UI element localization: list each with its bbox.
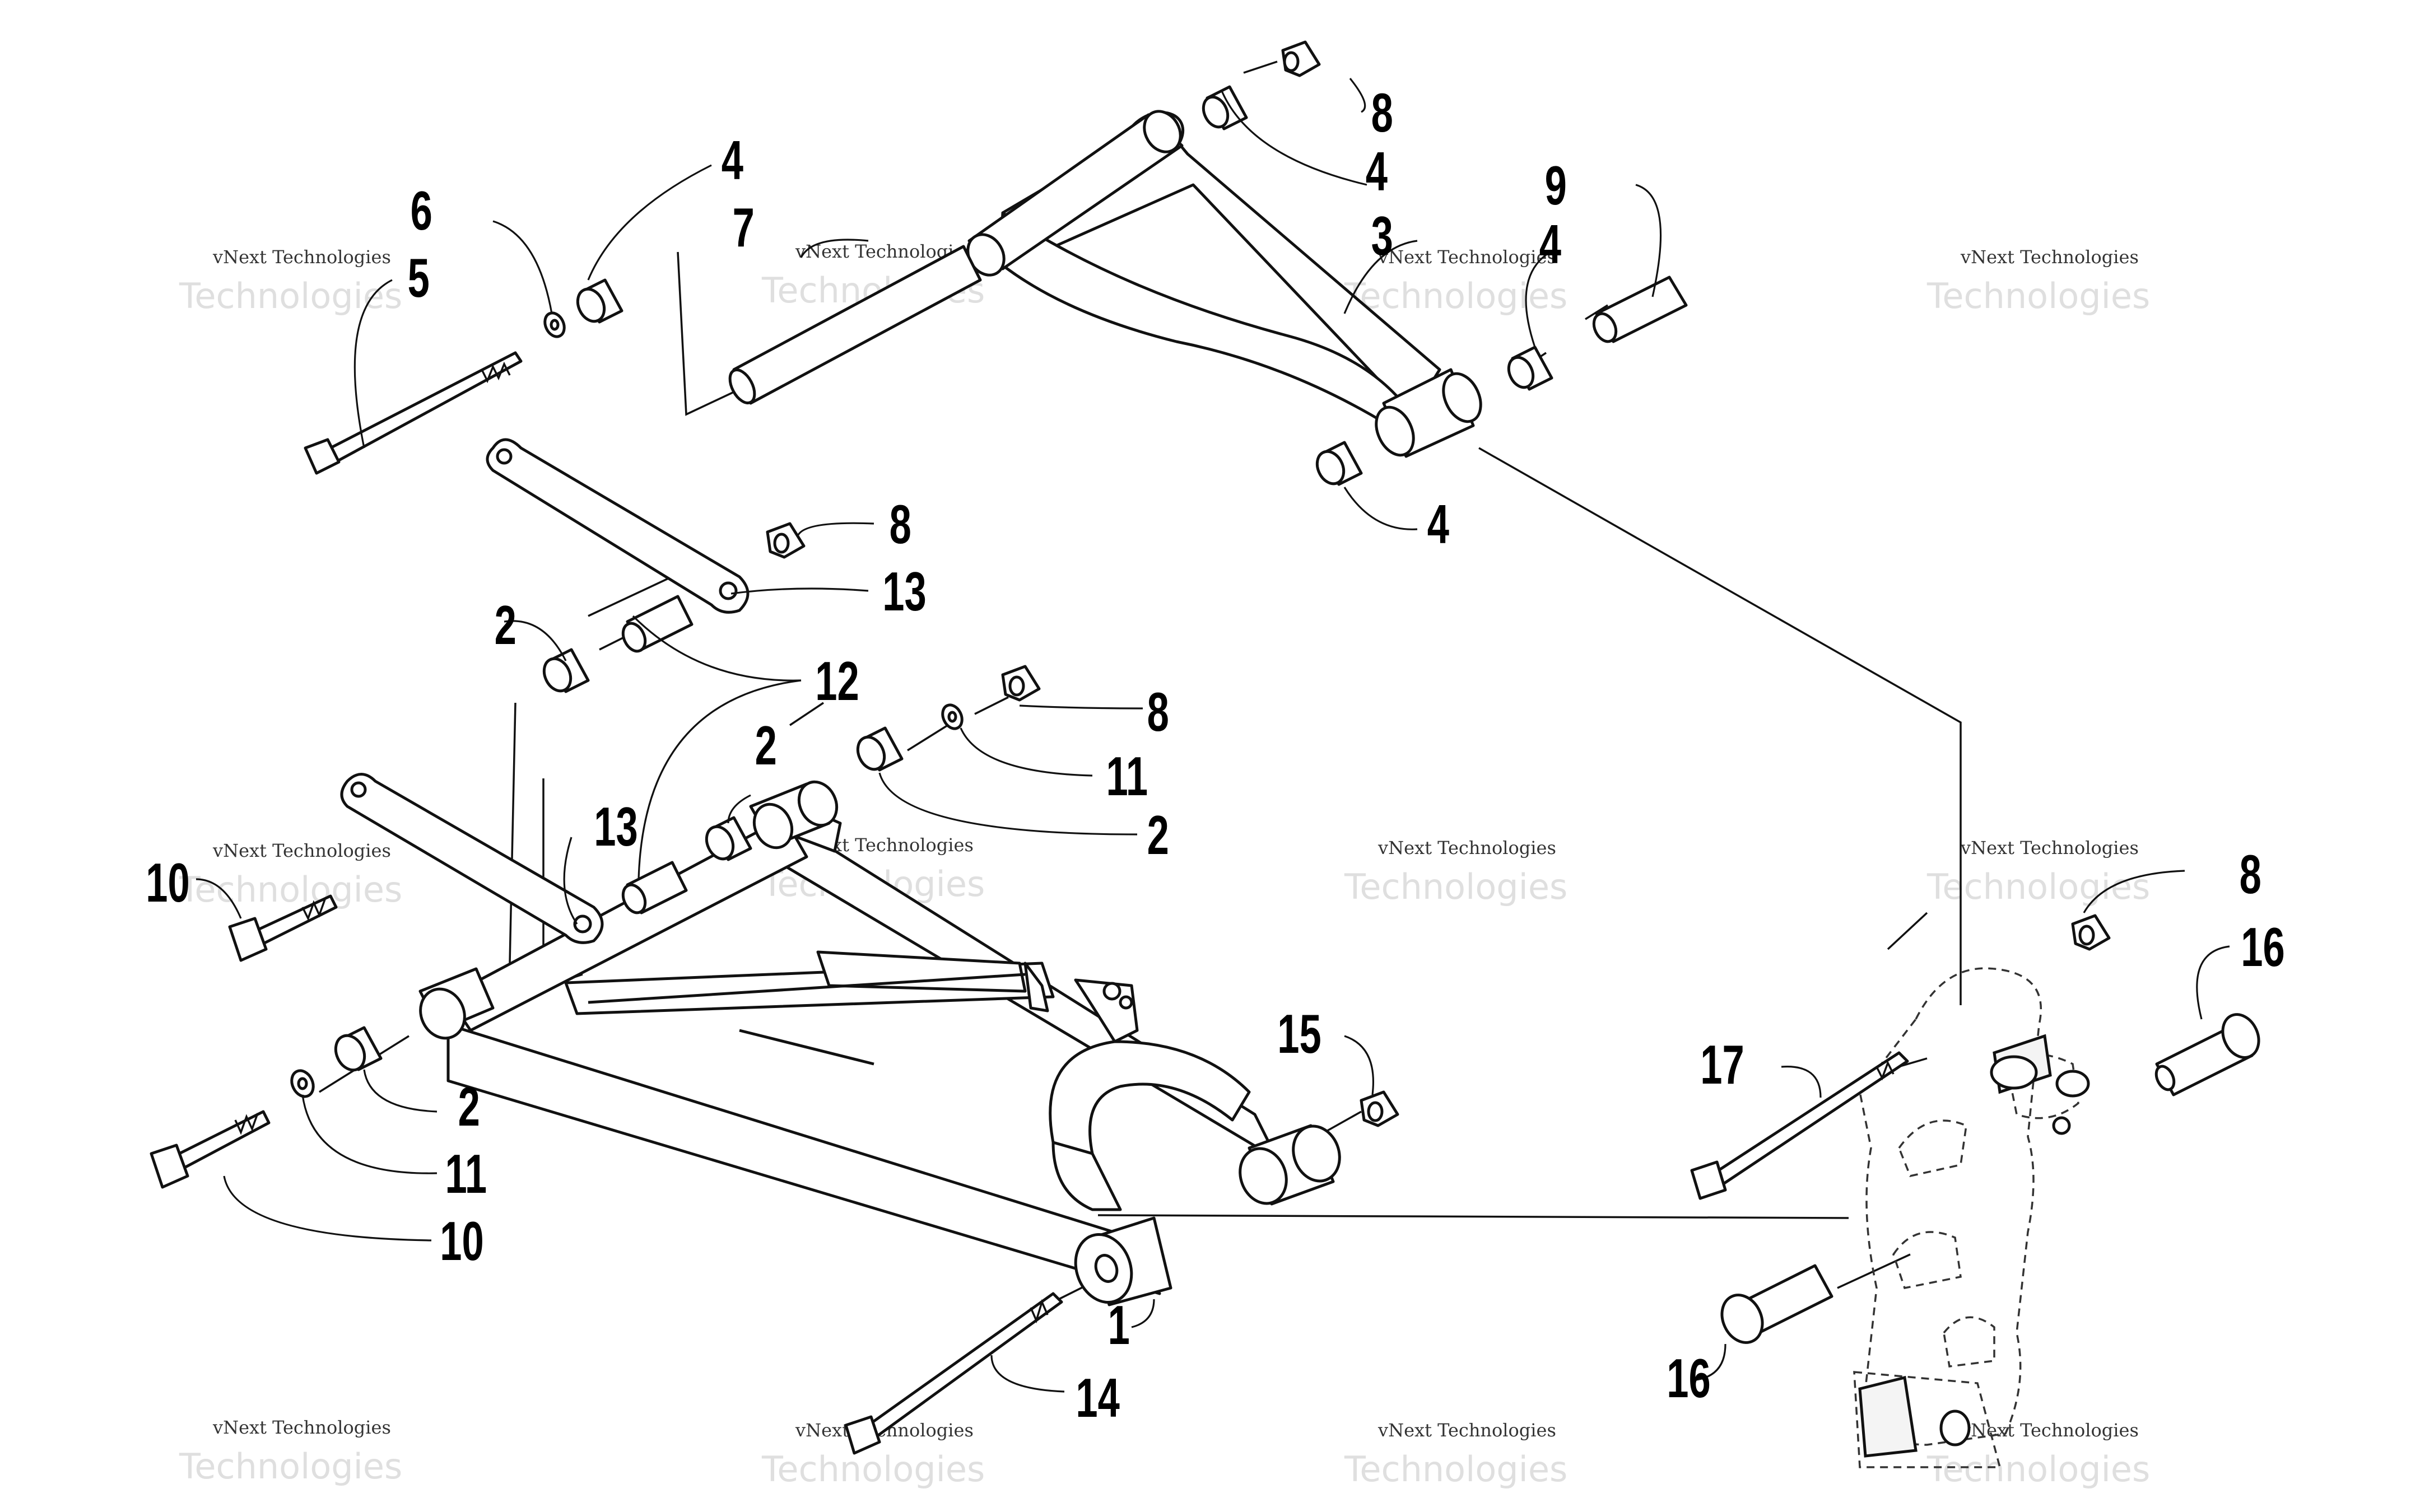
nut-8-d [2071,914,2111,951]
svg-text:Technologies: Technologies [179,869,402,910]
bushing-2-b [856,726,904,772]
bushing-4-d [1315,441,1363,486]
washer-11-lower [290,1069,315,1098]
callout-7: 7 [733,198,755,259]
callout-10: 10 [146,853,189,914]
bushing-4-b [1202,85,1248,130]
callout-2: 2 [755,716,777,777]
callout-17: 17 [1700,1035,1744,1096]
callout-9: 9 [1545,156,1567,217]
sleeve-9 [1592,276,1688,343]
svg-text:vNext Technologies: vNext Technologies [1960,837,2139,858]
watermark: Technologies vNext Technologies [179,840,402,910]
bushing-16-lower [1720,1264,1833,1344]
bushing-16-upper [2154,1013,2260,1096]
sleeve-12-lower [621,861,688,914]
svg-text:vNext Technologies: vNext Technologies [212,1417,391,1438]
watermark: Technologies vNext Technologies [1926,1420,2150,1490]
nut-8-b [766,522,806,559]
callout-8: 8 [890,494,911,556]
svg-text:Technologies: Technologies [179,276,402,316]
bolt-10-upper [228,894,338,962]
callout-11: 11 [1106,746,1148,808]
bolt-5 [304,351,523,475]
bushing-2-c [705,816,752,861]
sleeve-12-upper [621,595,694,653]
svg-text:Technologies: Technologies [761,1449,985,1490]
bolt-14 [844,1292,1063,1455]
callout-8: 8 [2240,844,2261,906]
watermark-grid: Technologies vNext Technologies Technolog… [179,241,2150,1490]
watermark: Technologies vNext Technologies [179,1417,402,1487]
watermark: Technologies vNext Technologies [1344,246,1567,316]
bushing-4-a [576,278,623,324]
sleeve-7 [728,245,982,405]
callout-8: 8 [1147,682,1169,743]
washer-11-upper [941,703,964,730]
nut-8-a [1281,40,1321,77]
watermark: Technologies vNext Technologies [179,246,402,316]
nut-15 [1360,1090,1399,1127]
svg-text:Technologies: Technologies [1344,866,1567,907]
callout-16: 16 [2241,917,2284,978]
callout-4: 4 [722,130,744,192]
svg-text:Technologies: Technologies [1344,1449,1567,1490]
callout-4: 4 [1427,494,1450,556]
link-13-lower [340,773,604,944]
nut-8-c [1001,665,1041,702]
leader-lines [196,78,2230,1393]
callout-11: 11 [445,1144,487,1205]
callout-labels: 1 2 2 2 2 3 4 4 4 4 5 6 7 8 8 8 8 9 10 1… [146,83,2284,1429]
callout-5: 5 [408,248,430,309]
svg-text:vNext Technologies: vNext Technologies [212,246,391,268]
svg-text:Technologies: Technologies [1926,276,2150,316]
callout-8: 8 [1371,83,1393,144]
svg-text:Technologies: Technologies [1344,276,1567,316]
bolt-10-lower [150,1110,271,1189]
callout-2: 2 [495,595,516,656]
svg-text:vNext Technologies: vNext Technologies [212,840,391,861]
callout-13: 13 [882,562,926,623]
washer-6 [543,311,566,338]
callout-14: 14 [1076,1368,1120,1429]
watermark: Technologies vNext Technologies [1344,1420,1567,1490]
callout-13: 13 [594,797,637,858]
callout-16: 16 [1667,1348,1710,1410]
bushing-2-d [334,1026,383,1072]
callout-6: 6 [411,181,432,242]
link-13-upper [486,438,750,614]
watermark: Technologies vNext Technologies [1926,246,2150,316]
bolt-17 [1690,1051,1909,1200]
watermark: Technologies vNext Technologies [1344,837,1567,907]
steering-knuckle [1853,967,2090,1468]
bushing-4-c [1507,346,1553,391]
bushing-2-a [542,648,590,693]
svg-text:Technologies: Technologies [1926,1449,2150,1490]
callout-10: 10 [440,1211,483,1272]
callout-1: 1 [1108,1295,1130,1356]
svg-text:vNext Technologies: vNext Technologies [1377,1420,1556,1441]
callout-15: 15 [1277,1004,1321,1065]
upper-a-arm [966,110,1482,458]
callout-4: 4 [1366,142,1388,203]
callout-2: 2 [458,1077,480,1138]
callout-4: 4 [1539,214,1562,276]
callout-12: 12 [815,651,859,712]
svg-text:vNext Technologies: vNext Technologies [1960,1420,2139,1441]
callout-3: 3 [1371,206,1393,267]
svg-text:vNext Technologies: vNext Technologies [1377,837,1556,858]
svg-text:Technologies: Technologies [179,1446,402,1487]
svg-text:vNext Technologies: vNext Technologies [1377,246,1556,268]
callout-2: 2 [1147,805,1169,866]
svg-text:vNext Technologies: vNext Technologies [1960,246,2139,268]
lower-a-arm [418,780,1341,1306]
